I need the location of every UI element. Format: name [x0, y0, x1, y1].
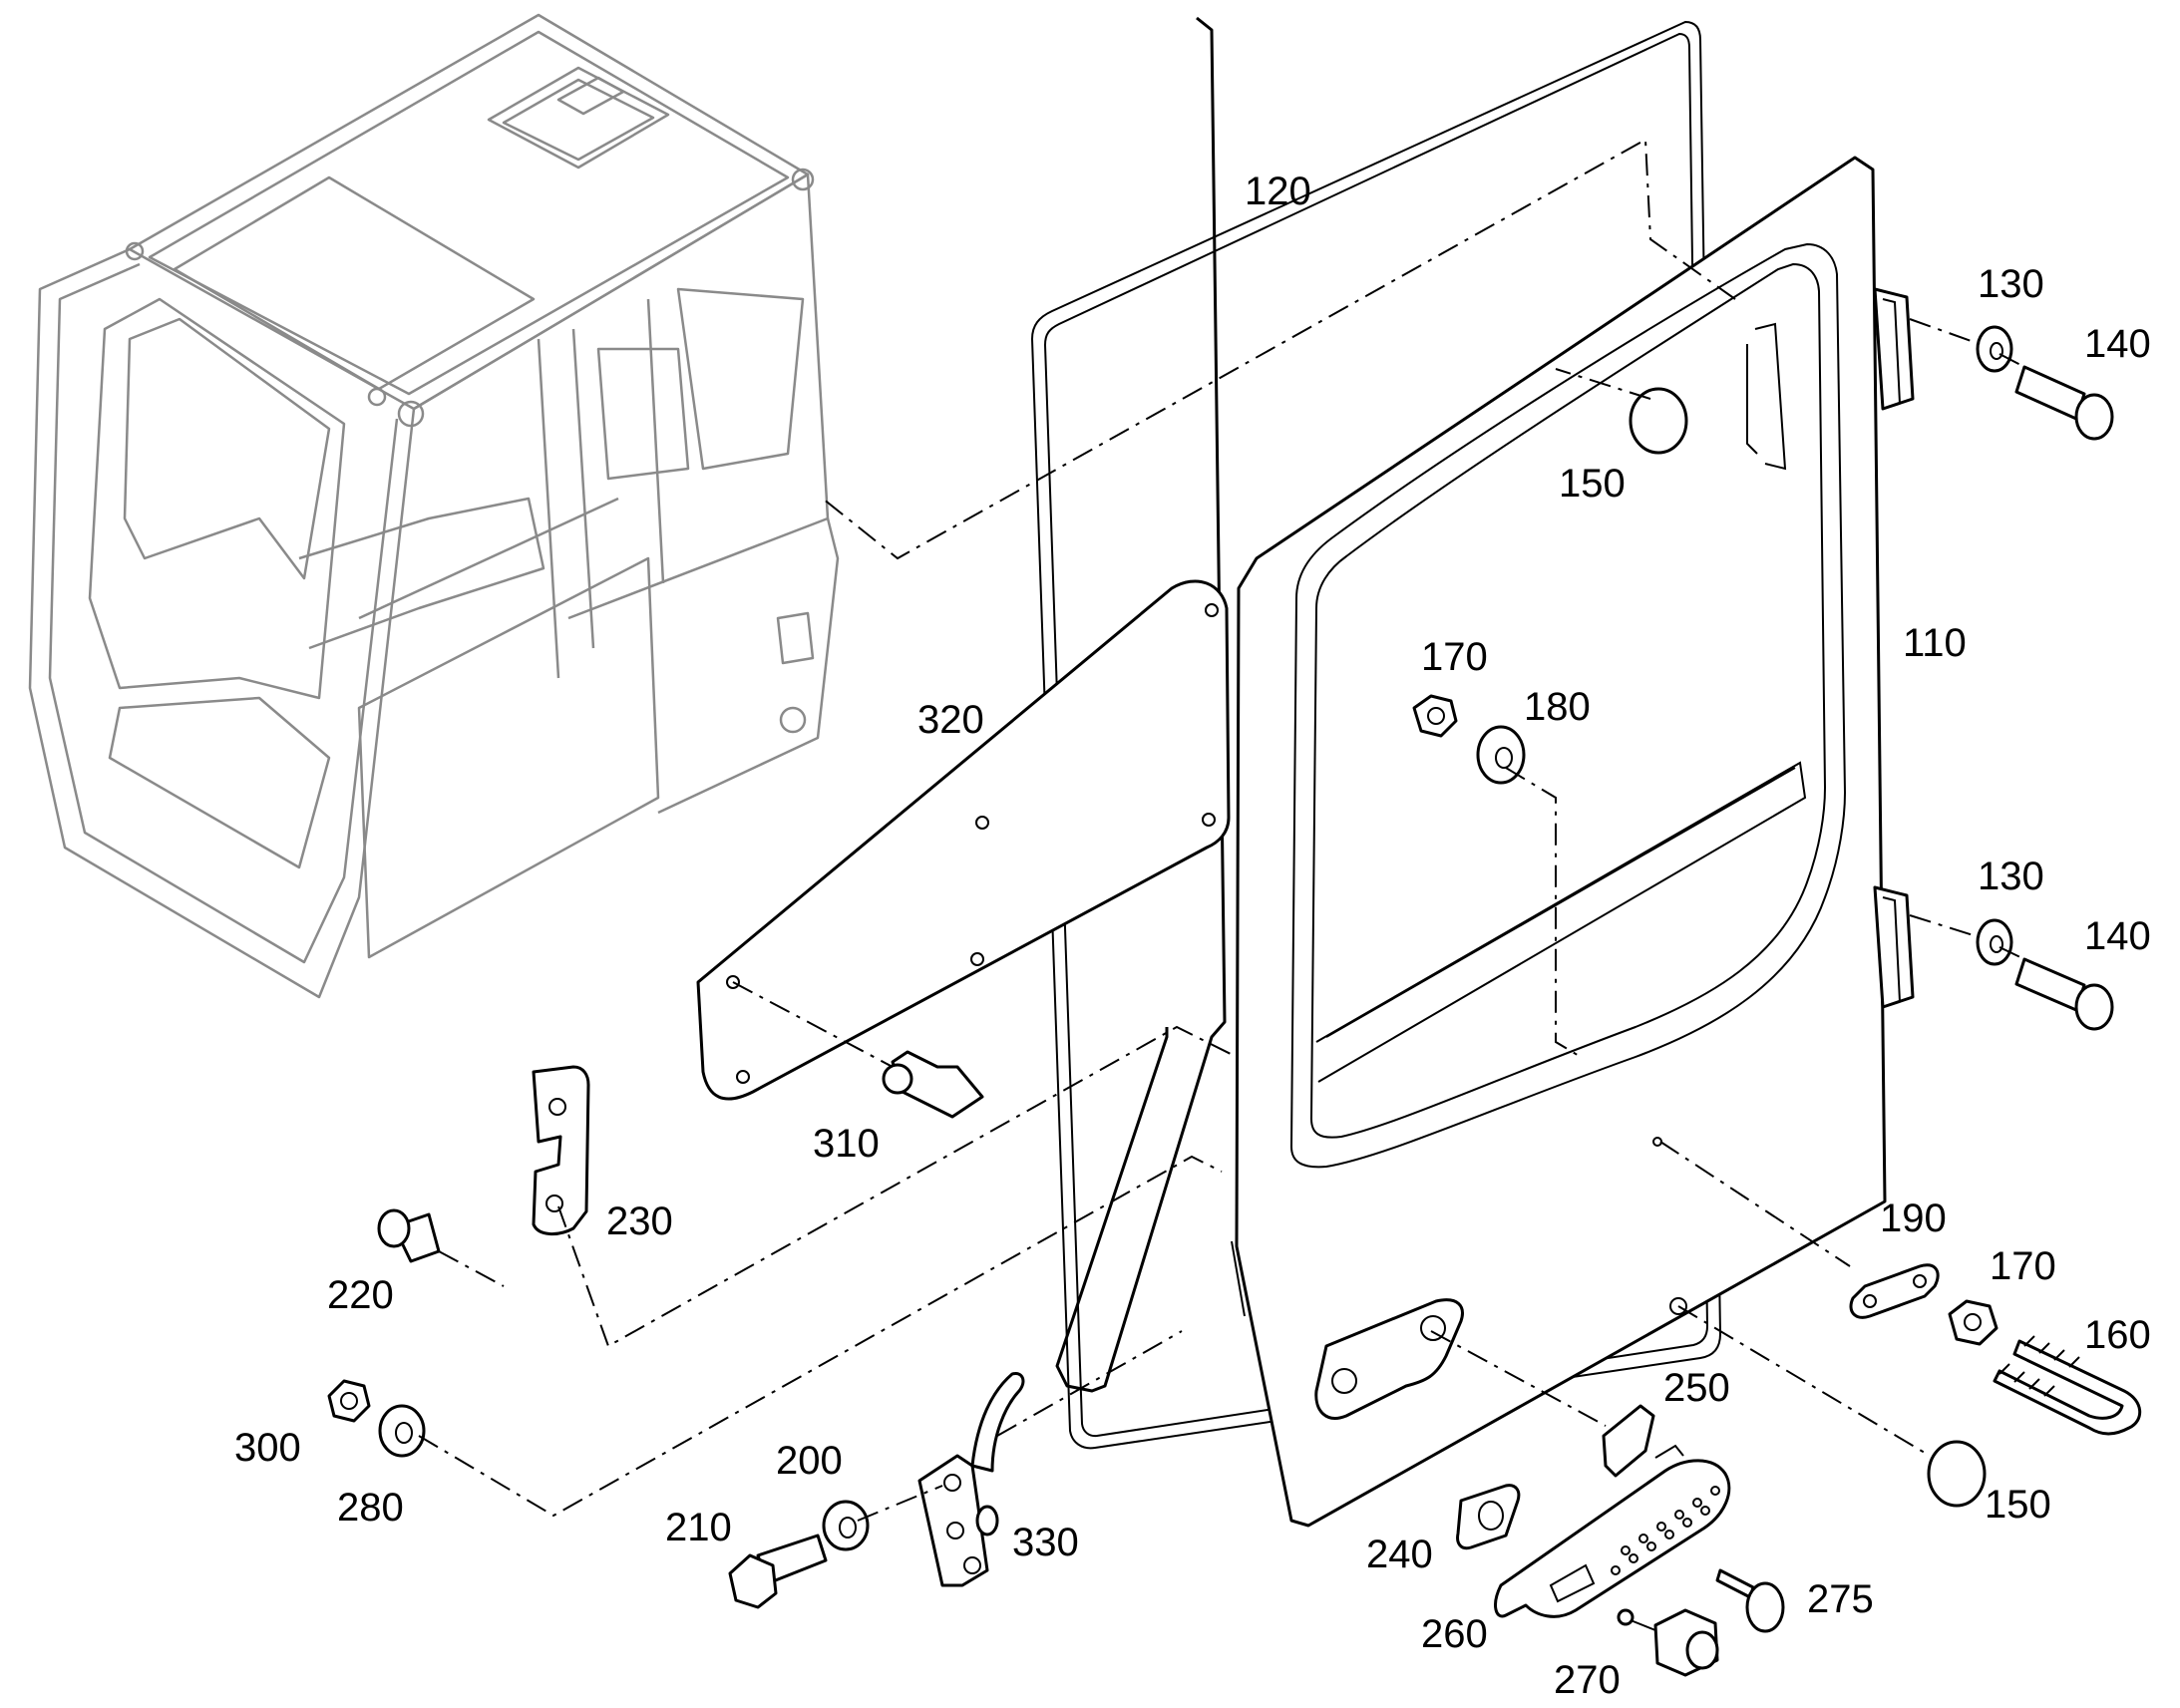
- callout-300: 300: [234, 1426, 301, 1470]
- callout-310: 310: [813, 1122, 880, 1166]
- callout-140: 140: [2084, 322, 2151, 366]
- callout-275: 275: [1807, 1577, 1874, 1621]
- callout-180: 180: [1524, 685, 1591, 729]
- callout-130: 130: [1978, 262, 2044, 306]
- callout-130: 130: [1978, 854, 2044, 898]
- hardware: [327, 325, 2142, 1677]
- callout-120: 120: [1245, 170, 1311, 213]
- callout-220: 220: [327, 1273, 394, 1317]
- callout-110: 110: [1903, 621, 1967, 665]
- callout-250: 250: [1663, 1366, 1730, 1410]
- callout-140: 140: [2084, 914, 2151, 958]
- callout-150: 150: [1985, 1483, 2051, 1527]
- callout-150: 150: [1559, 462, 1626, 506]
- callout-270: 270: [1554, 1658, 1621, 1702]
- leader-lines: [418, 138, 2025, 1522]
- cab-assembly: [28, 13, 840, 999]
- trim-panel: [696, 579, 1231, 1101]
- callout-labels: 120 110 130 140 150 170 180 320 130 140 …: [234, 170, 2151, 1702]
- callout-240: 240: [1366, 1533, 1433, 1576]
- callout-230: 230: [606, 1199, 673, 1243]
- callout-330: 330: [1012, 1521, 1079, 1564]
- door-panel: [1231, 156, 1915, 1528]
- callout-320: 320: [917, 698, 984, 742]
- callout-160: 160: [2084, 1313, 2151, 1357]
- callout-260: 260: [1421, 1612, 1488, 1656]
- callout-170: 170: [1421, 635, 1488, 679]
- callout-210: 210: [665, 1506, 732, 1549]
- callout-190: 190: [1880, 1196, 1947, 1240]
- callout-280: 280: [337, 1486, 404, 1530]
- callout-200: 200: [776, 1439, 843, 1483]
- callout-170: 170: [1990, 1244, 2056, 1288]
